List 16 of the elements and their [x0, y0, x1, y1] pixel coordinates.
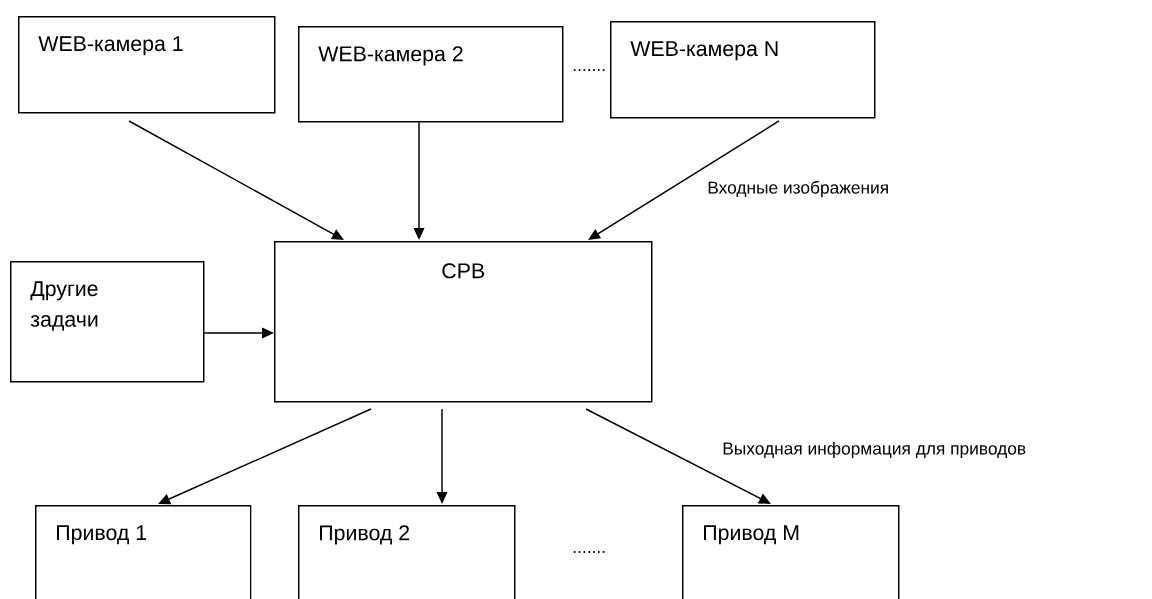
arrow [158, 408, 372, 505]
process-box: СРВ [274, 241, 653, 403]
process-box: Другие задачи [10, 261, 205, 383]
arrow [585, 408, 771, 504]
annotation-text: Входные изображения [708, 180, 888, 198]
process-box: Привод 2 [298, 505, 516, 599]
process-box: WEB-камера 1 [18, 16, 276, 114]
process-box: Привод M [682, 505, 900, 599]
arrow [128, 120, 344, 240]
arrow [588, 120, 780, 240]
ellipsis: ....... [573, 551, 605, 553]
annotation-text: Выходная информация для приводов [723, 441, 1026, 459]
ellipsis: ....... [573, 69, 605, 71]
process-box: Привод 1 [35, 505, 252, 599]
process-box: WEB-камера 2 [298, 26, 564, 123]
process-box: WEB-камера N [610, 21, 876, 119]
